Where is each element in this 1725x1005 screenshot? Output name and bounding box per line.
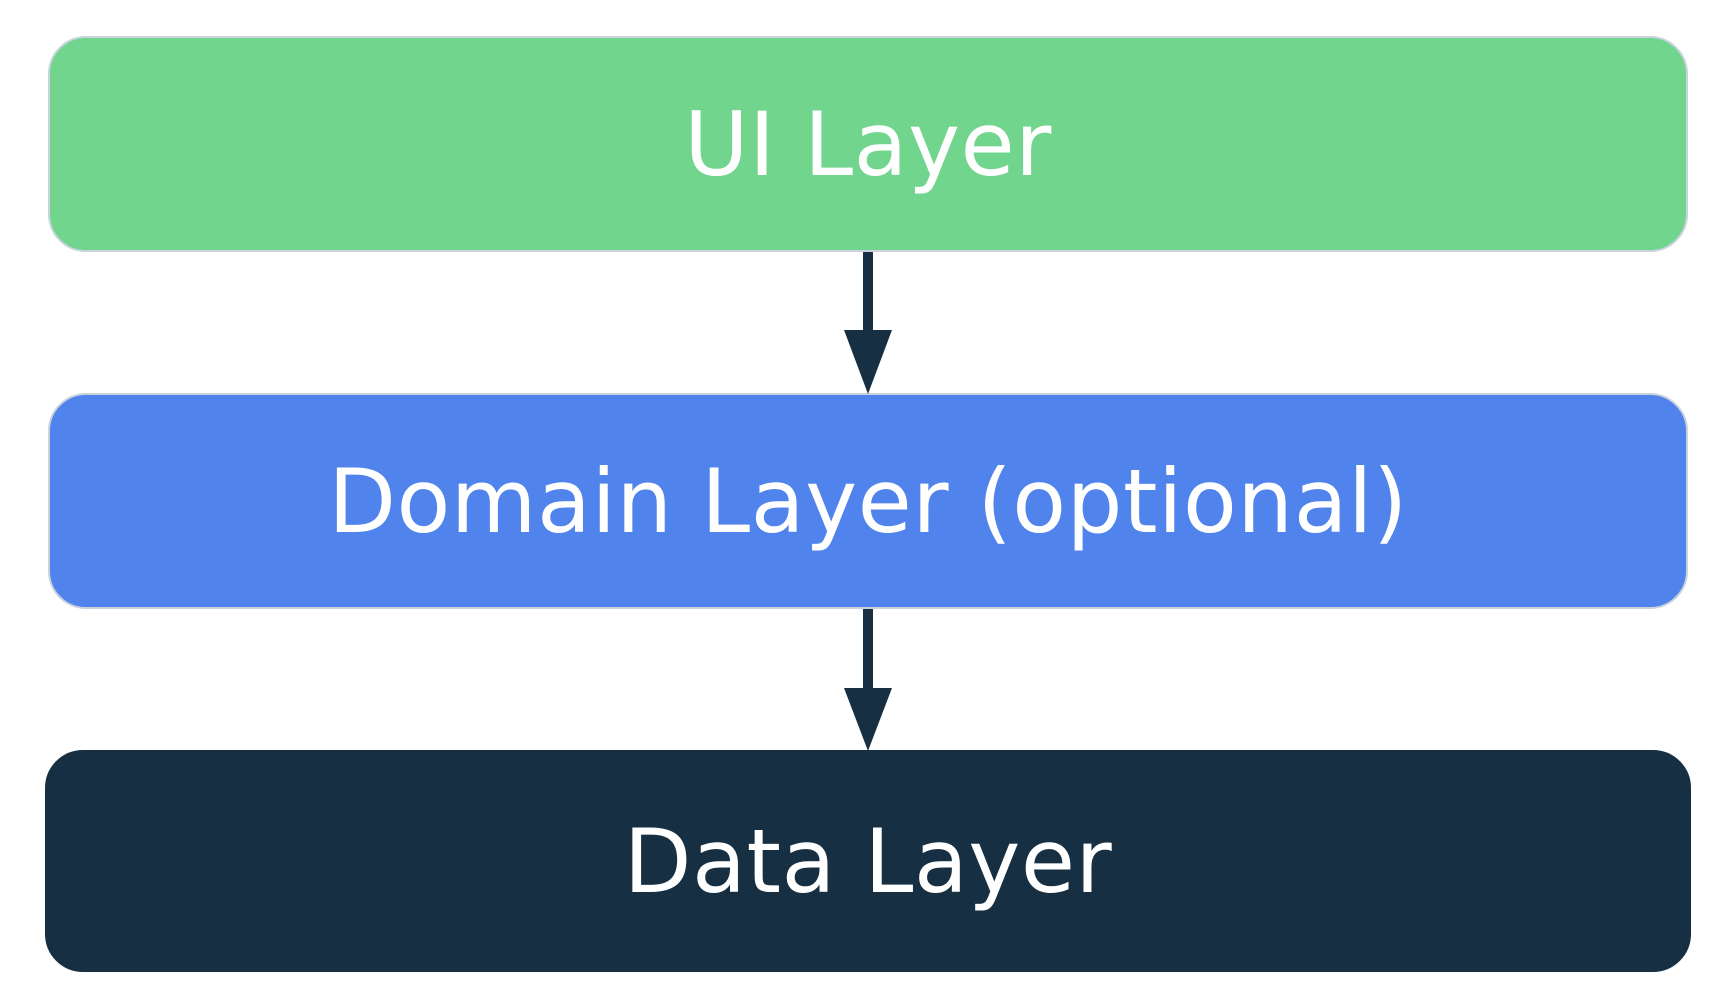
arrow-domain-to-data xyxy=(844,609,892,751)
data-layer-box: Data Layer xyxy=(45,750,1691,972)
arrowhead xyxy=(844,330,892,394)
arrowhead xyxy=(844,688,892,751)
arrow-ui-to-domain xyxy=(844,252,892,394)
domain-layer-box: Domain Layer (optional) xyxy=(48,393,1688,609)
ui-layer-label: UI Layer xyxy=(684,92,1052,196)
ui-layer-box: UI Layer xyxy=(48,36,1688,252)
data-layer-label: Data Layer xyxy=(623,809,1113,913)
domain-layer-label: Domain Layer (optional) xyxy=(328,449,1408,553)
